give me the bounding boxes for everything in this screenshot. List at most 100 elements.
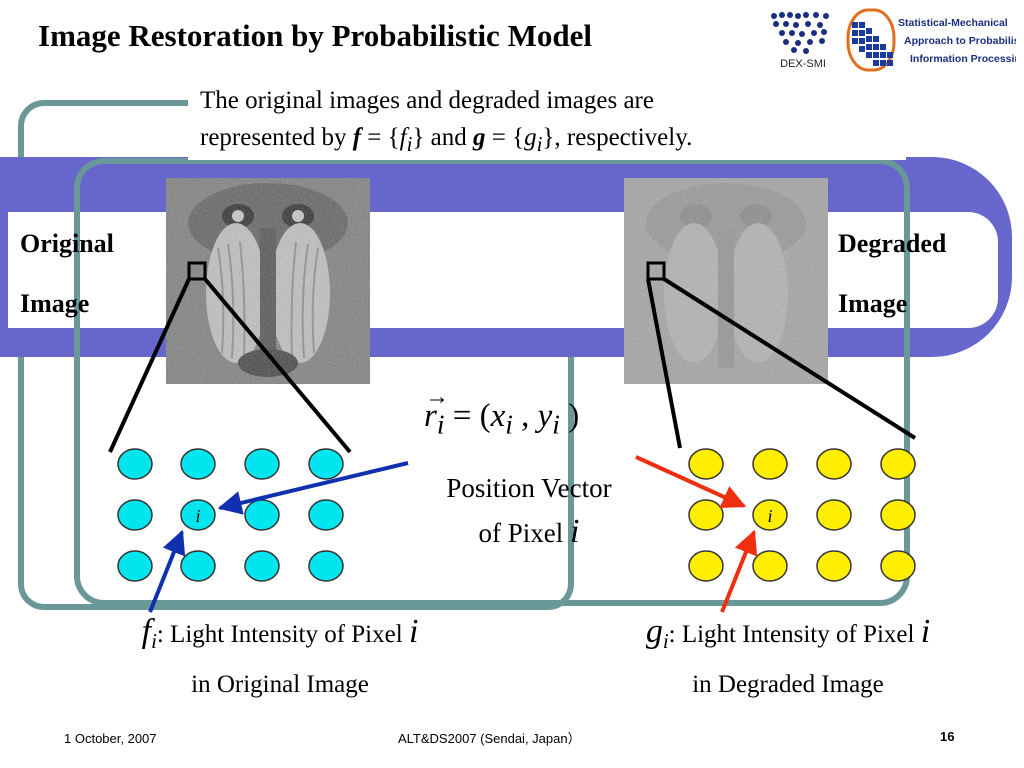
degraded-pixel [816, 550, 852, 582]
formula-x-sub: i [505, 408, 513, 440]
degraded-pixel-i-label: i [767, 506, 772, 526]
vector-arrow-icon: → [425, 384, 449, 410]
original-zoom-line-right [203, 277, 352, 454]
f-desc-text: : Light Intensity of Pixel [156, 621, 409, 648]
degraded-label-line1: Degraded [838, 229, 947, 258]
footer-date: 1 October, 2007 [64, 731, 157, 746]
formula-r: →r [424, 384, 449, 435]
slide-title: Image Restoration by Probabilistic Model [38, 18, 592, 53]
caption-line2-prefix: represented by [200, 124, 353, 151]
g-desc-text: : Light Intensity of Pixel [668, 621, 921, 648]
formula-r-letter: r [424, 398, 437, 434]
position-vector-line1: Position Vector [446, 473, 612, 503]
original-mandrill-image [166, 178, 370, 384]
original-pixel-i-label: i [195, 506, 200, 526]
smapip-line3: Information Processing [910, 53, 1016, 65]
dex-smi-logo: DEX-SMI [771, 12, 829, 70]
caption: The original images and degraded images … [200, 82, 692, 163]
caption-eq-2: = { [485, 124, 525, 151]
degraded-pixel [816, 448, 852, 480]
formula-close: ) [559, 398, 580, 434]
original-intensity-description: fi: Light Intensity of Pixel i in Origin… [80, 610, 480, 707]
original-label-line1: Original [20, 229, 114, 258]
formula-comma: , [512, 398, 538, 434]
inner-frame [74, 158, 910, 606]
degraded-zoom-line-left [646, 278, 682, 449]
formula-y-sub: i [552, 408, 560, 440]
original-pixel [244, 448, 280, 480]
smapip-logo: Statistical-Mechanical Approach to Proba… [846, 8, 1016, 72]
degraded-pixel [752, 499, 788, 531]
degraded-pixel [816, 499, 852, 531]
g-desc-line2: in Degraded Image [692, 671, 884, 698]
smapip-line2: Approach to Probabilistic [904, 35, 1016, 47]
degraded-intensity-description: gi: Light Intensity of Pixel i in Degrad… [588, 610, 988, 707]
g-desc-sub: i [662, 629, 669, 653]
degraded-image-label: Degraded Image [838, 214, 946, 334]
position-vector-formula: →ri = (xi , yi ) [424, 384, 580, 441]
f-desc-line2: in Original Image [191, 671, 369, 698]
degraded-pixel [752, 550, 788, 582]
caption-respectively: }, respectively. [542, 124, 693, 151]
degraded-pixel [752, 448, 788, 480]
original-pixel [180, 550, 216, 582]
degraded-mandrill-image [624, 178, 828, 384]
degraded-pixel [880, 550, 916, 582]
position-vector-line2: of Pixel i [412, 510, 646, 555]
original-pixel-marker [187, 261, 207, 281]
degraded-pixel-marker [646, 261, 666, 281]
degraded-pixel-grid [688, 448, 916, 582]
original-pixel [308, 550, 344, 582]
degraded-pixel [688, 499, 724, 531]
degraded-zoom-line-right [662, 277, 917, 440]
caption-line1: The original images and degraded images … [200, 87, 654, 114]
degraded-pixel [688, 448, 724, 480]
g-desc-symbol: g [645, 613, 663, 650]
f-desc-i: i [408, 613, 419, 650]
original-pixel [180, 499, 216, 531]
original-pixel [308, 448, 344, 480]
degraded-position-arrow [635, 455, 747, 509]
caption-background [188, 82, 906, 160]
original-pixel [117, 499, 153, 531]
caption-and: } and [412, 124, 474, 151]
original-label-line2: Image [20, 289, 90, 318]
position-vector-line2-text: of Pixel [478, 518, 571, 548]
footer-conference: ALT&DS2007 (Sendai, Japan） [398, 731, 581, 746]
original-intensity-arrow [148, 529, 186, 613]
original-pixel [180, 448, 216, 480]
degraded-pixel [688, 550, 724, 582]
original-pixel [117, 448, 153, 480]
caption-f-elem: f [399, 124, 407, 151]
position-vector-text: Position Vector of Pixel i [412, 466, 646, 555]
caption-g-symbol: g [473, 124, 486, 151]
g-desc-i: i [920, 613, 931, 650]
degraded-label-line2: Image [838, 289, 908, 318]
position-vector-arrow [217, 461, 409, 515]
original-pixel-grid [117, 448, 344, 582]
caption-line2: represented by f = {fi} and g = {gi}, re… [200, 119, 692, 163]
g-desc-line1: gi: Light Intensity of Pixel i [588, 610, 988, 663]
formula-eq: = ( [444, 398, 491, 434]
original-pixel [244, 550, 280, 582]
degraded-intensity-arrow [720, 529, 758, 613]
original-image-label: Original Image [20, 214, 114, 334]
original-pixel [308, 499, 344, 531]
degraded-pixel [880, 448, 916, 480]
original-pixel [117, 550, 153, 582]
f-desc-sub: i [151, 629, 157, 653]
dex-smi-logo-text: DEX-SMI [780, 58, 826, 70]
formula-r-sub: i [436, 408, 445, 440]
caption-g-elem: g [524, 124, 537, 151]
f-desc-symbol: f [141, 613, 152, 650]
degraded-pixel [880, 499, 916, 531]
formula-y: y [537, 398, 553, 434]
caption-eq-1: = { [361, 124, 400, 151]
original-zoom-line-left [108, 278, 191, 453]
formula-x: x [490, 398, 506, 434]
position-vector-i: i [570, 513, 580, 550]
original-pixel [244, 499, 280, 531]
f-desc-line1: fi: Light Intensity of Pixel i [80, 610, 480, 663]
smapip-line1: Statistical-Mechanical [898, 17, 1008, 29]
